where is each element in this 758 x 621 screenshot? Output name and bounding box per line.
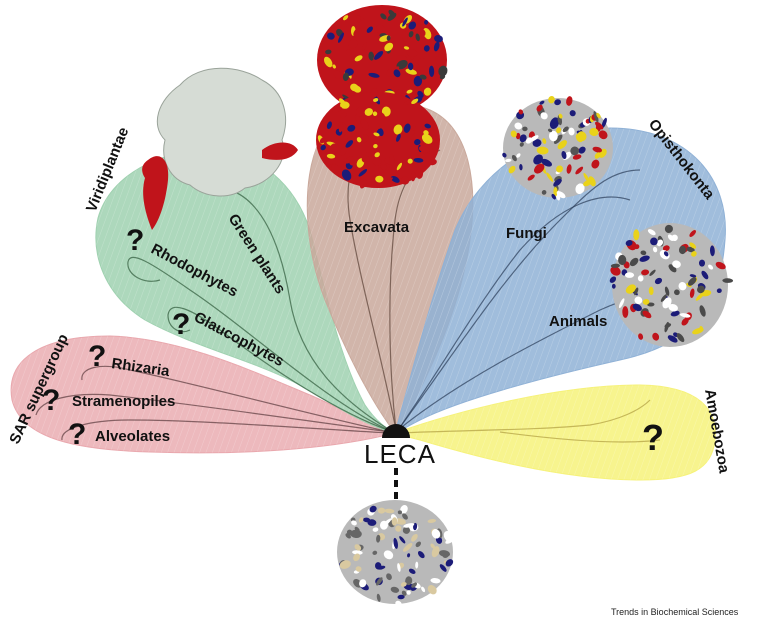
ribosome-subunit	[699, 260, 705, 267]
ribosome-subunit	[378, 508, 385, 514]
question-mark-icon: ?	[88, 340, 106, 373]
question-mark-icon: ?	[172, 308, 190, 341]
lineage-label-animals: Animals	[549, 313, 607, 330]
question-mark-icon: ?	[68, 418, 86, 451]
question-mark-icon: ?	[42, 384, 60, 417]
ribosome-structure-icon	[337, 500, 456, 608]
lineage-label-fungi: Fungi	[506, 225, 547, 242]
ribosome-subunit	[633, 229, 639, 240]
question-mark-icon: ?	[642, 417, 664, 458]
lineage-label-excavata: Excavata	[344, 219, 410, 236]
question-mark-icon: ?	[126, 224, 144, 257]
lineage-label-alveolates: Alveolates	[95, 428, 170, 445]
ribosome-subunit	[625, 272, 634, 278]
ribosome-subunit	[612, 284, 616, 289]
leca-label: LECA	[364, 439, 436, 469]
lineage-label-stramenopiles: Stramenopiles	[72, 393, 175, 410]
ribosome-structure-icon	[316, 5, 449, 190]
source-credit: Trends in Biochemical Sciences	[611, 607, 739, 617]
